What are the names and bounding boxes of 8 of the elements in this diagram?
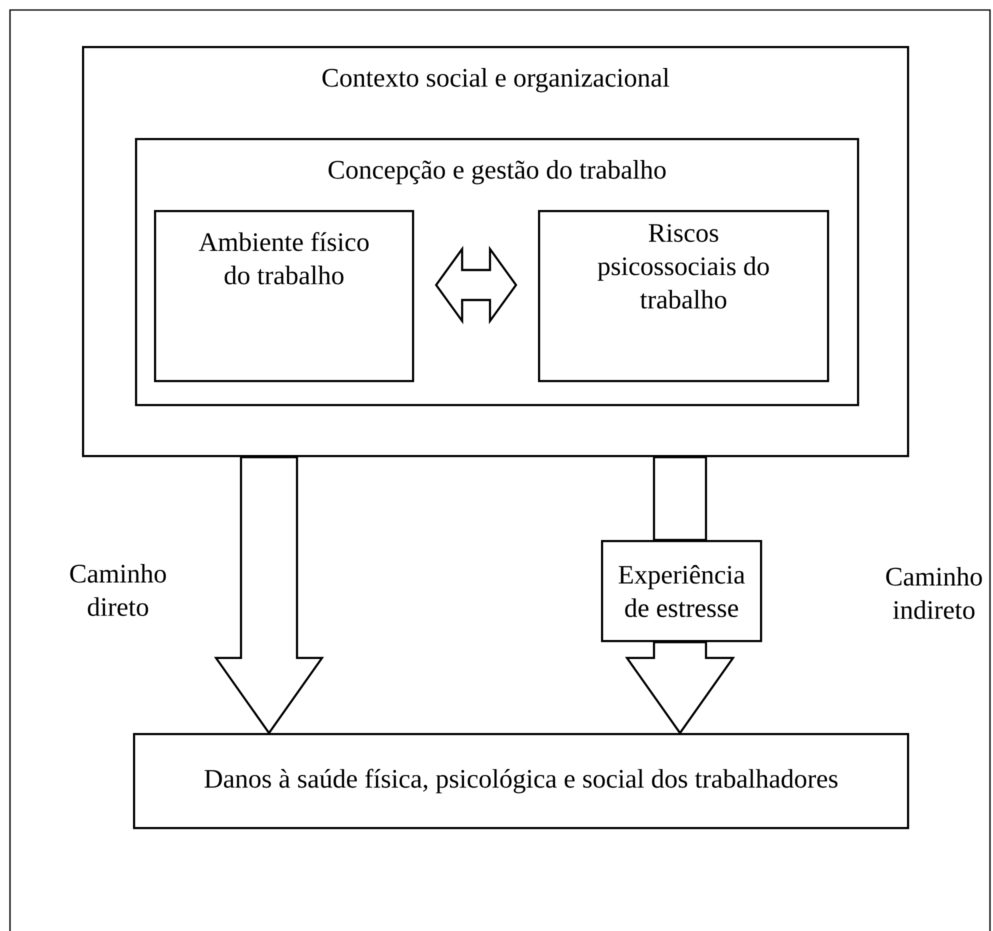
path-label: Caminho direto — [70, 564, 166, 616]
block-arrow — [624, 641, 736, 735]
block-arrow — [214, 456, 324, 735]
process-box: Ambiente físico do trabalho — [154, 210, 414, 382]
block-arrow — [652, 456, 708, 542]
process-box: Riscos psicossociais do trabalho — [538, 210, 830, 382]
outcome-box: Danos à saúde física, psicológica e social dos trabalhadores — [133, 733, 910, 830]
path-label: Caminho indireto — [886, 566, 982, 620]
